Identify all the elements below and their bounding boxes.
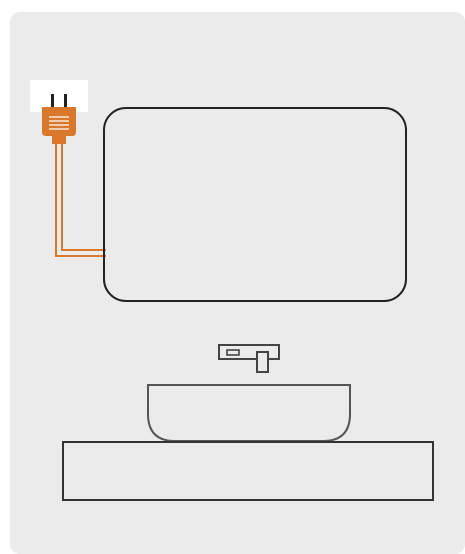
switch-tab bbox=[257, 352, 268, 372]
switch-slot bbox=[227, 350, 239, 355]
power-cord bbox=[56, 144, 106, 256]
rounded-panel bbox=[104, 108, 406, 301]
power-cord-wire-outer bbox=[56, 144, 106, 256]
counter-slab bbox=[63, 442, 433, 500]
switch-bracket-icon bbox=[219, 345, 279, 372]
switch-body bbox=[219, 345, 279, 359]
power-cord-wire-inner bbox=[62, 144, 106, 250]
plug-prong-right bbox=[64, 94, 67, 108]
plug-neck bbox=[52, 136, 66, 144]
plug-prong-left bbox=[51, 94, 54, 108]
basin-bowl bbox=[148, 385, 350, 441]
